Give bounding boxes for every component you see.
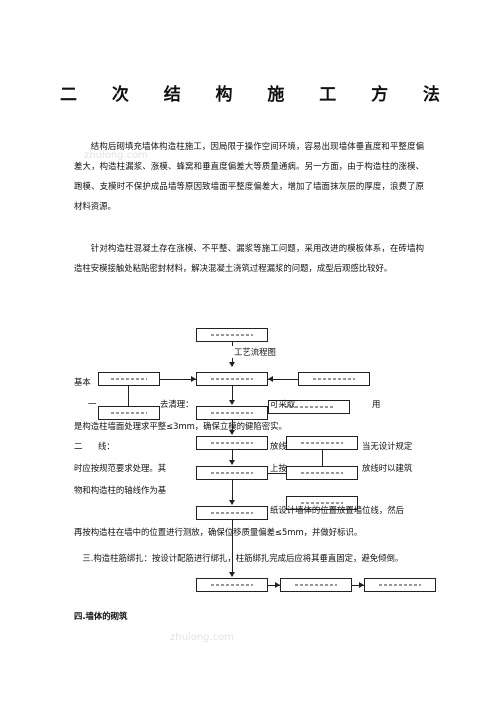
text-step2-basis: 物和构造柱的轴线作为基 — [74, 485, 167, 495]
flowchart-label: 工艺流程图 — [232, 346, 278, 358]
text-step1-method: 可采取 — [270, 399, 296, 409]
paragraph-intro: 结构后砌填充墙体构造柱施工，因局限于操作空间环境，容易出现墙体垂直度和平整度偏差… — [74, 141, 424, 211]
arrow-down-icon — [229, 500, 235, 505]
arrow-left-icon — [268, 376, 273, 382]
title-char: 二 — [60, 85, 77, 105]
flow-connector — [232, 520, 233, 576]
flow-connector — [268, 379, 298, 380]
title-char: 法 — [422, 85, 440, 105]
flow-box — [196, 466, 268, 480]
flow-box — [196, 436, 268, 450]
flow-connector — [352, 585, 364, 586]
arrow-right-icon — [359, 582, 364, 588]
flow-box — [286, 436, 358, 450]
flow-connector — [128, 386, 129, 406]
flow-connector — [232, 420, 233, 434]
title-char: 结 — [163, 85, 181, 105]
flow-box — [196, 506, 268, 520]
flow-box — [268, 400, 350, 414]
flow-connector — [268, 585, 280, 586]
flow-connector — [232, 386, 233, 404]
text-step4: 四.墙体的砌筑 — [74, 611, 128, 621]
title-char: 施 — [267, 85, 285, 105]
title-char: 次 — [111, 85, 129, 105]
flow-box — [286, 466, 358, 480]
flow-connector — [232, 480, 233, 504]
flow-connector — [232, 450, 233, 464]
text-step2-drawing: 纸设计墙体的位置放置墙位线，然后 — [270, 505, 404, 515]
text-step2-spec: 当无设计规定 — [362, 441, 413, 451]
document-title: 二 次 结 构 施 工 方 法 — [60, 80, 440, 105]
arrow-right-icon — [275, 582, 280, 588]
flow-box — [364, 578, 436, 592]
arrow-down-icon — [229, 430, 235, 435]
text-step3: 三.构造柱筋绑扎：按设计配筋进行绑扎，柱筋绑扎完成后应将其垂直固定，避免倾倒。 — [82, 553, 404, 563]
text-step2-prefix: 二 — [74, 441, 83, 451]
arrow-down-icon — [229, 362, 235, 367]
text-step2-rule: 时应按规范要求处理。其 — [74, 463, 167, 473]
title-char: 方 — [371, 85, 389, 105]
text-step1-detail: 是构造柱墙面处理求平整≤3mm，确保立模的健陷密实。 — [74, 421, 287, 431]
flow-connector — [268, 473, 286, 474]
title-char: 工 — [319, 85, 337, 105]
flow-box — [196, 578, 268, 592]
flow-box — [98, 406, 160, 420]
text-step2-on: 上按 — [270, 463, 287, 473]
text-step2-position: 再按构造柱在墙中的位置进行测放，确保位移质量偏差≤5mm，并做好标识。 — [74, 527, 363, 537]
paragraph-solution: 针对构造柱混凝土存在涨模、不平整、漏浆等施工问题，采用改进的模板体系，在砖墙构造… — [74, 243, 424, 273]
arrow-down-icon — [229, 460, 235, 465]
text-step2-line: 线： — [98, 441, 115, 451]
flow-box — [286, 496, 358, 510]
flow-box — [298, 372, 370, 386]
watermark: zhulong.com — [170, 632, 235, 643]
text-basic: 基本 — [74, 377, 91, 387]
flow-box — [196, 328, 268, 342]
text-step1-clean: 去清理： — [160, 399, 194, 409]
watermark: zhulong.com — [84, 150, 149, 161]
text-step1-use: 用 — [372, 399, 381, 409]
text-step2-setout: 放线 — [270, 441, 287, 451]
flow-connector — [322, 450, 323, 466]
flow-box — [196, 372, 268, 386]
text-step2-axis: 放线时以建筑 — [362, 463, 413, 473]
text-step1-prefix: 一 — [88, 399, 97, 409]
arrow-down-icon — [229, 572, 235, 577]
flow-box — [98, 372, 160, 386]
flow-connector — [160, 379, 196, 380]
arrow-down-icon — [229, 400, 235, 405]
title-char: 构 — [215, 85, 233, 105]
flow-box — [196, 406, 268, 420]
flow-box — [280, 578, 352, 592]
arrow-right-icon — [191, 376, 196, 382]
